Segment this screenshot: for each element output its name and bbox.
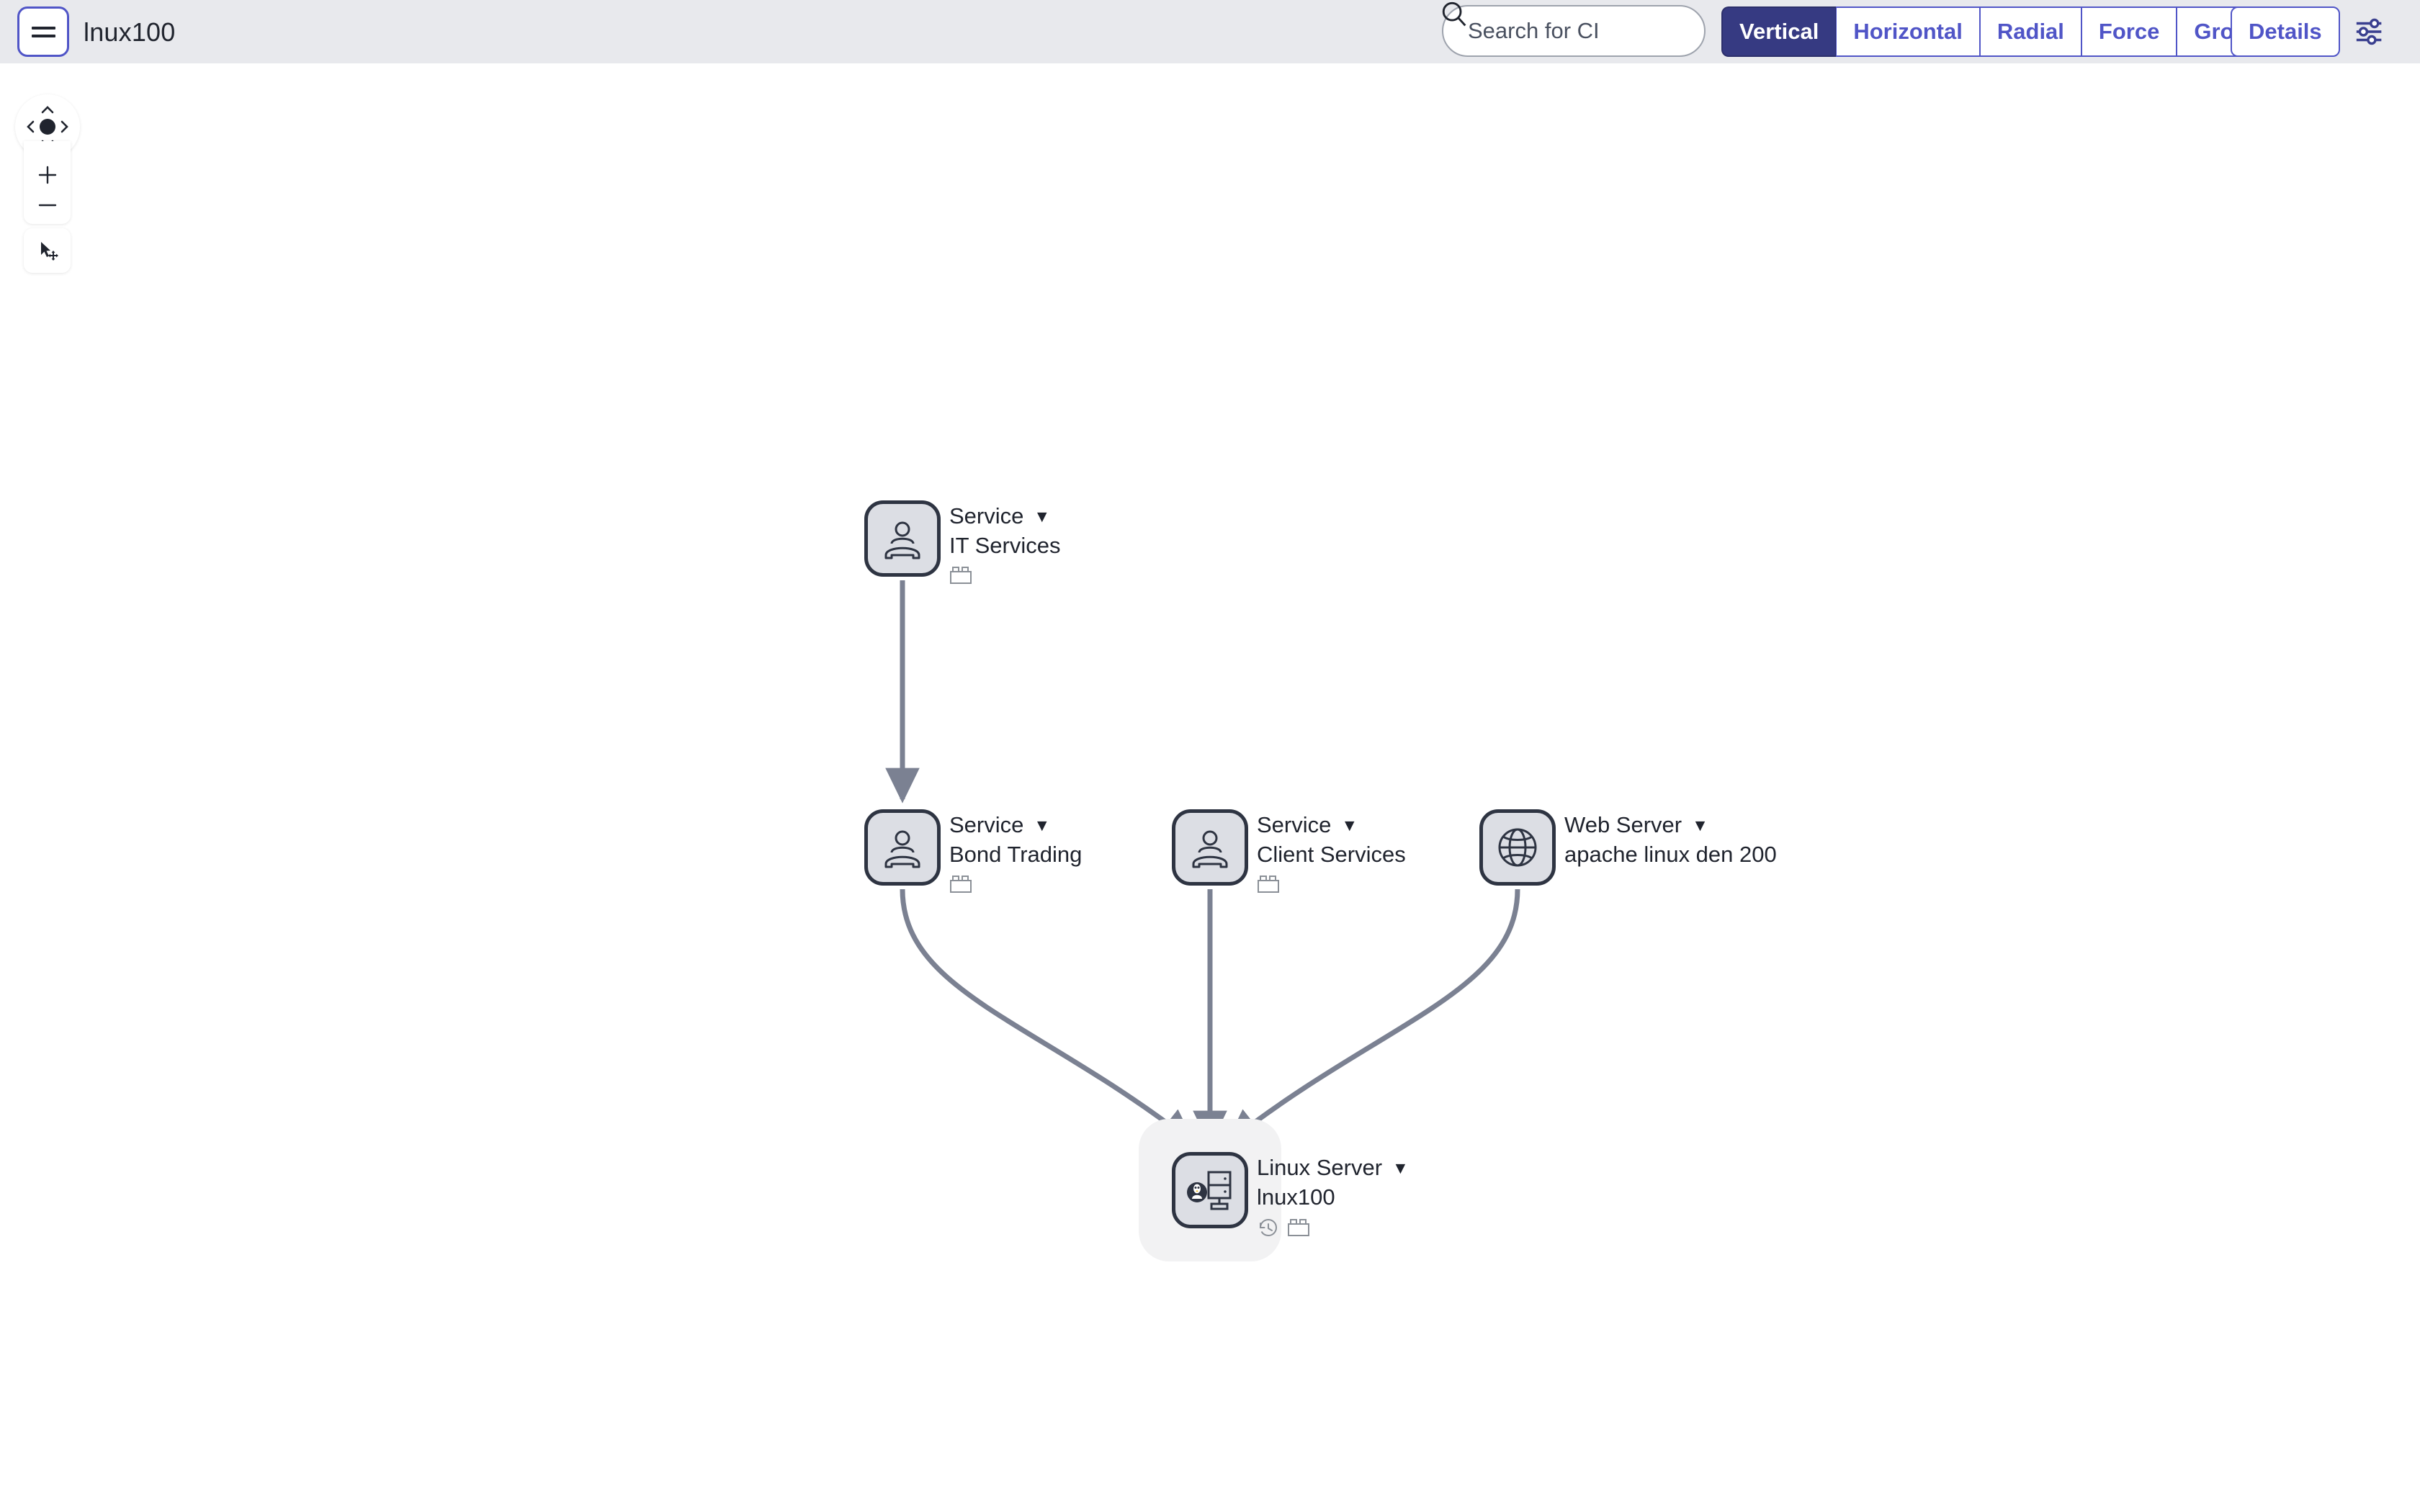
node-type-text: Linux Server: [1257, 1155, 1383, 1180]
minus-icon: [38, 204, 56, 207]
edge-bond-trading-lnux100: [900, 888, 1196, 1145]
linux-server-icon: [1187, 1171, 1232, 1210]
node-type-row: Service ▼: [949, 502, 1060, 531]
zoom-out-button[interactable]: [24, 187, 71, 223]
service-person-desk-icon: [884, 521, 920, 559]
hamburger-icon-line: [31, 34, 55, 37]
page-title: lnux100: [84, 17, 176, 47]
node-icon-box[interactable]: [864, 500, 941, 577]
zoom-in-button[interactable]: [24, 157, 71, 193]
node-type-row: Web Server ▼: [1564, 811, 1777, 840]
globe-icon: [1498, 828, 1537, 867]
sliders-settings-icon[interactable]: [2354, 16, 2387, 48]
node-type-text: Service: [1257, 812, 1332, 837]
pan-tool-button[interactable]: [24, 228, 71, 273]
hamburger-menu-button[interactable]: [17, 6, 69, 57]
search-input[interactable]: [1442, 5, 1706, 57]
hamburger-icon-line: [31, 26, 55, 30]
chevron-down-icon[interactable]: ▼: [1341, 815, 1358, 834]
node-badges: [949, 874, 1082, 894]
brick-icon: [950, 876, 972, 893]
node-name-text: Bond Trading: [949, 842, 1083, 867]
node-icon-box[interactable]: [864, 809, 941, 886]
node-badges: [1257, 874, 1406, 894]
clock-history-icon: [1260, 1219, 1277, 1237]
node-name-text: lnux100: [1257, 1184, 1335, 1210]
app-header: lnux100 Vertical Horizontal Radial Force…: [0, 0, 2420, 63]
plus-icon: [38, 166, 56, 184]
node-label: Linux Server ▼ lnux100: [1257, 1153, 1409, 1238]
chevron-down-icon[interactable]: ▼: [1034, 506, 1051, 526]
chevron-down-icon[interactable]: ▼: [1692, 815, 1708, 834]
node-badges: [1257, 1217, 1409, 1238]
node-name-text: IT Services: [949, 533, 1061, 558]
layout-button-group: Vertical Horizontal Radial Force Group: [1721, 6, 2280, 57]
node-type-text: Service: [949, 812, 1024, 837]
node-type-text: Web Server: [1564, 812, 1682, 837]
node-label: Service ▼ Bond Trading: [949, 811, 1082, 894]
node-name-text: Client Services: [1257, 842, 1406, 867]
node-label: Web Server ▼ apache linux den 200: [1564, 811, 1777, 869]
zoom-control: [24, 141, 71, 224]
node-label: Service ▼ Client Services: [1257, 811, 1406, 894]
node-name-text: apache linux den 200: [1564, 842, 1777, 867]
node-type-row: Service ▼: [1257, 811, 1406, 840]
node-icon-box[interactable]: [1479, 809, 1556, 886]
layout-button-radial[interactable]: Radial: [1979, 6, 2081, 57]
node-icon-box[interactable]: [1172, 809, 1248, 886]
layout-button-horizontal[interactable]: Horizontal: [1836, 6, 1980, 57]
search-container: [1442, 1, 1706, 57]
topology-graph-canvas[interactable]: Service ▼ IT Services Servic: [0, 63, 2420, 1512]
pan-directional-icon: [27, 106, 68, 148]
brick-icon: [950, 567, 972, 584]
node-type-row: Linux Server ▼: [1257, 1153, 1409, 1182]
graph-edges: [885, 580, 1520, 1146]
edge-web-server-lnux100: [1225, 888, 1520, 1145]
service-person-desk-icon: [1192, 830, 1228, 868]
brick-icon: [1288, 1219, 1309, 1236]
node-type-row: Service ▼: [949, 811, 1082, 840]
layout-button-vertical[interactable]: Vertical: [1721, 6, 1837, 57]
node-type-text: Service: [949, 503, 1024, 528]
brick-icon: [1258, 876, 1279, 893]
layout-button-force[interactable]: Force: [2081, 6, 2177, 57]
node-label: Service ▼ IT Services: [949, 502, 1060, 585]
service-person-desk-icon: [884, 830, 920, 868]
chevron-down-icon[interactable]: ▼: [1392, 1158, 1409, 1177]
chevron-down-icon[interactable]: ▼: [1034, 815, 1051, 834]
node-icon-box[interactable]: [1172, 1152, 1248, 1228]
details-button[interactable]: Details: [2231, 6, 2340, 57]
cursor-move-icon: [40, 242, 58, 261]
node-badges: [949, 565, 1060, 585]
